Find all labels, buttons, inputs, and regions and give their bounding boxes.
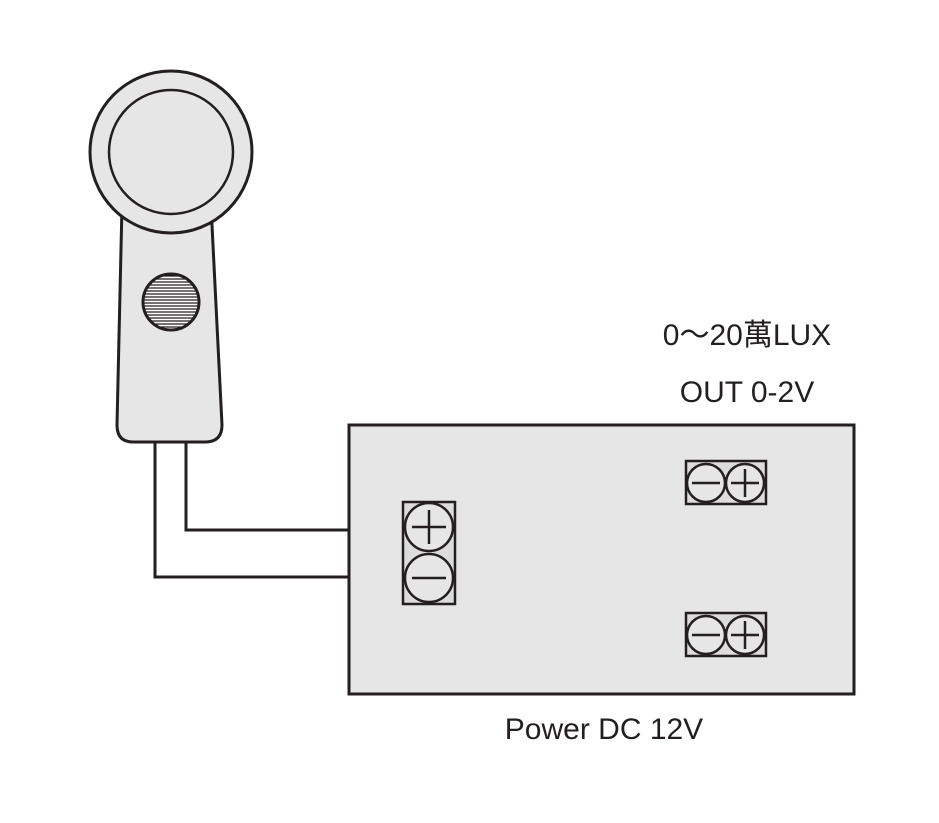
output-terminal-block [684, 459, 768, 506]
input-terminal-block [401, 500, 457, 606]
minus-icon [685, 614, 727, 656]
range-label: 0～20萬LUX [663, 319, 831, 352]
power-terminal-block [684, 611, 768, 658]
light-sensor [88, 69, 254, 444]
output-label: OUT 0-2V [680, 376, 815, 409]
minus-icon [685, 462, 727, 504]
minus-icon [403, 552, 455, 604]
plus-icon [724, 462, 766, 504]
plus-icon [724, 614, 766, 656]
power-label: Power DC 12V [505, 713, 703, 746]
cable-outer [153, 440, 405, 579]
sensor-head-inner [107, 88, 235, 216]
sensor-cable [153, 440, 405, 579]
cable-inner [184, 440, 405, 532]
plus-icon [403, 501, 455, 553]
sensor-window [141, 272, 201, 332]
